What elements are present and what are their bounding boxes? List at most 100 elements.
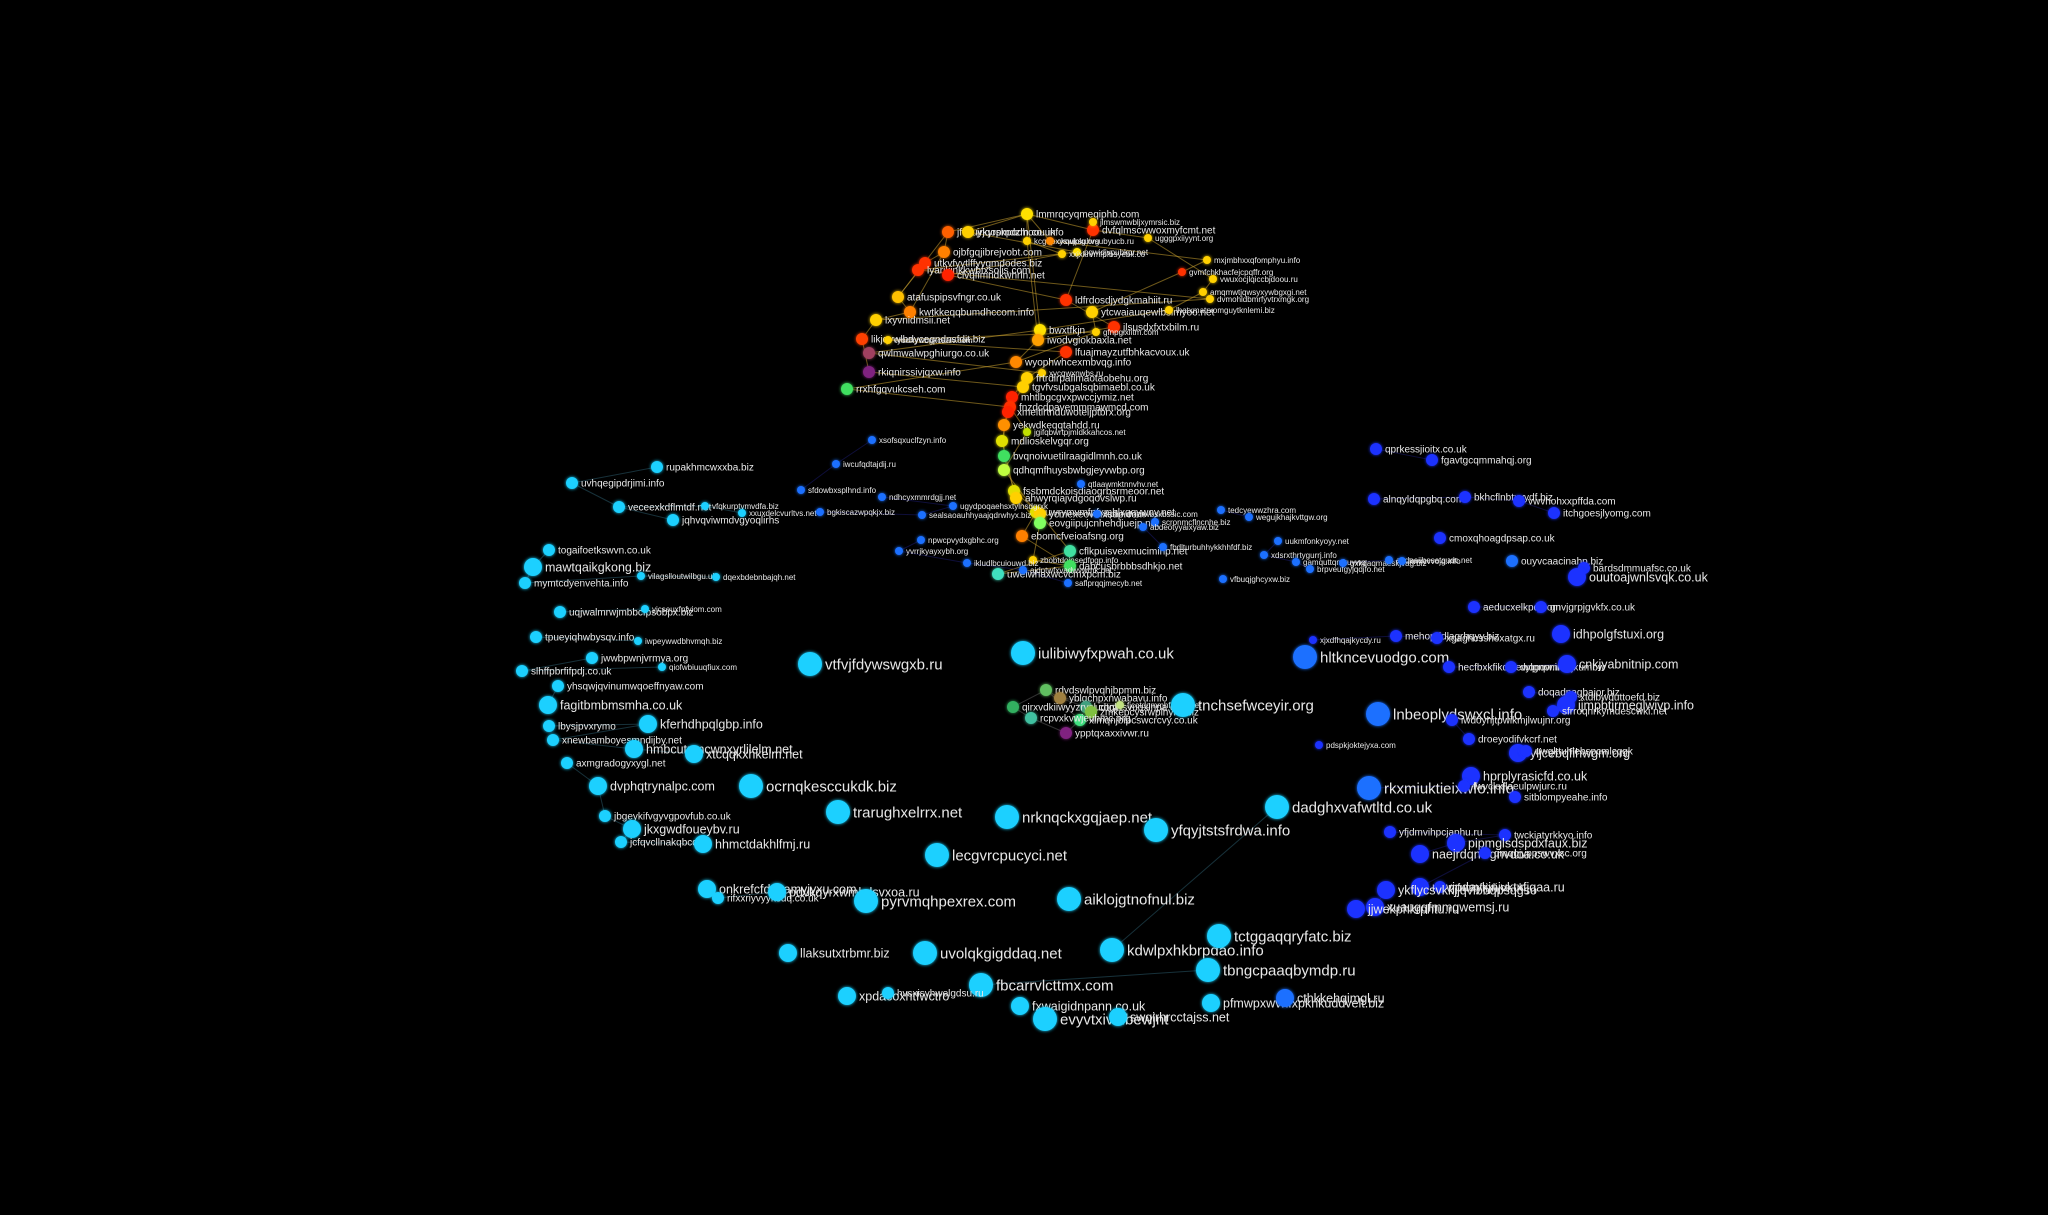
node-dot[interactable] — [1092, 328, 1100, 336]
graph-node[interactable]: fwvckxjlaeulpwjurc.ru — [1458, 780, 1567, 793]
node-dot[interactable] — [1144, 234, 1152, 242]
node-dot[interactable] — [1016, 530, 1028, 542]
graph-node[interactable]: dvfqlmscwwoxmyfcmt.net — [1087, 224, 1216, 237]
node-dot[interactable] — [539, 696, 557, 714]
node-dot[interactable] — [1309, 636, 1317, 644]
node-dot[interactable] — [613, 501, 625, 513]
graph-node[interactable]: vfbuqjghcyxw.biz — [1219, 575, 1290, 584]
node-dot[interactable] — [561, 757, 573, 769]
graph-node[interactable]: gvmfchkhacfejcpqffr.org — [1178, 268, 1273, 277]
graph-node[interactable]: mxjmbhxxqfomphyu.info — [1203, 256, 1301, 265]
graph-node[interactable]: yekwdkeqqtahdd.ru — [998, 419, 1100, 432]
node-dot[interactable] — [1085, 706, 1097, 718]
node-dot[interactable] — [1202, 994, 1220, 1012]
graph-node[interactable]: pyrvmqhpexrex.com — [854, 889, 1016, 913]
graph-node[interactable]: wegujkhajkvttgw.org — [1245, 513, 1328, 522]
graph-node[interactable]: pdvkqyrxwmbdsvxoa.ru — [768, 883, 920, 901]
graph-node[interactable]: lfuajmayzutfbhkacvoux.uk — [1060, 346, 1191, 359]
graph-node[interactable]: sfdowbxsplhnd.info — [797, 486, 877, 495]
graph-node[interactable]: vfqkurptvmvdfa.biz — [701, 502, 779, 511]
graph-node[interactable]: jfwtuykyrpmdzm.co.uk — [942, 226, 1056, 239]
node-dot[interactable] — [1074, 714, 1086, 726]
node-dot[interactable] — [1505, 661, 1517, 673]
node-dot[interactable] — [1547, 705, 1559, 717]
graph-node[interactable]: xsofsqxuclfzyn.info — [868, 436, 947, 445]
graph-node[interactable]: nbvjpdaykjnjvktxfjqaa.ru — [1411, 878, 1565, 896]
graph-node[interactable]: droeyodifvkcrf.net — [1463, 733, 1557, 746]
graph-node[interactable]: pipmglsdspdxfaux.biz — [1447, 834, 1588, 852]
graph-node[interactable]: amqmwtjqwsyxywbgxgi.net — [1199, 288, 1307, 297]
node-dot[interactable] — [1159, 543, 1167, 551]
node-dot[interactable] — [1116, 701, 1124, 709]
graph-node[interactable]: dadghxvafwtltd.co.uk — [1265, 795, 1433, 819]
node-dot[interactable] — [1151, 518, 1159, 526]
node-dot[interactable] — [1446, 714, 1458, 726]
node-dot[interactable] — [797, 486, 805, 494]
node-dot[interactable] — [1010, 492, 1022, 504]
graph-node[interactable]: pfmwpxwvhfxpknkuddvelt.biz — [1202, 994, 1384, 1012]
node-dot[interactable] — [543, 544, 555, 556]
graph-node[interactable]: bgkiscazwpqkjx.biz — [816, 508, 895, 517]
graph-node[interactable]: jlsusdxfxtxbilm.ru — [1108, 321, 1199, 334]
node-dot[interactable] — [1087, 224, 1099, 236]
node-dot[interactable] — [701, 502, 709, 510]
graph-node[interactable]: qiofwbiuuqfiux.com — [658, 663, 737, 672]
graph-node[interactable]: scronmcflncnhe.biz — [1151, 518, 1230, 527]
node-dot[interactable] — [1506, 555, 1518, 567]
node-dot[interactable] — [1260, 551, 1268, 559]
graph-node[interactable]: lecgvrcpucyci.net — [925, 843, 1068, 867]
graph-node[interactable]: bkhcflnbtxvydf.biz — [1459, 491, 1553, 504]
graph-node[interactable]: ckquksuhvsubyucb.ru — [1046, 237, 1134, 246]
node-dot[interactable] — [841, 383, 853, 395]
graph-node[interactable]: iulibiwyfxpwah.co.uk — [1011, 641, 1174, 665]
graph-node[interactable]: lmmrqcyqmeqiphb.com — [1021, 208, 1139, 221]
node-dot[interactable] — [1038, 369, 1046, 377]
graph-node[interactable]: lnbeoplydswxcl.info — [1366, 702, 1522, 726]
graph-node[interactable]: uukmfonkyoyy.net — [1274, 537, 1350, 546]
node-dot[interactable] — [1520, 745, 1532, 757]
node-dot[interactable] — [904, 306, 916, 318]
node-dot[interactable] — [1398, 557, 1406, 565]
node-dot[interactable] — [816, 508, 824, 516]
node-dot[interactable] — [599, 810, 611, 822]
graph-node[interactable]: vwvhohxxpffda.com — [1513, 495, 1616, 508]
graph-node[interactable]: lbysjpvxrymo — [543, 720, 616, 733]
graph-node[interactable]: tpueyiqhwbysqv.info — [530, 631, 635, 644]
node-dot[interactable] — [1293, 645, 1317, 669]
node-dot[interactable] — [1207, 924, 1231, 948]
graph-node[interactable]: kferhdhpqlgbp.info — [639, 715, 763, 733]
node-dot[interactable] — [712, 573, 720, 581]
graph-node[interactable]: yvrrjkyayxybh.org — [895, 547, 968, 556]
node-dot[interactable] — [826, 800, 850, 824]
graph-node[interactable]: qtlaawmktnnvhv.net — [1077, 480, 1159, 489]
graph-node[interactable]: jgifqbwrtpjmldkkahcos.net — [1023, 428, 1126, 437]
node-dot[interactable] — [1060, 346, 1072, 358]
graph-node[interactable]: mawtqaikgkong.biz — [524, 558, 651, 576]
graph-node[interactable]: zbobtdojnsedfpgp.info — [1029, 556, 1119, 565]
node-dot[interactable] — [641, 605, 649, 613]
node-dot[interactable] — [912, 264, 924, 276]
node-dot[interactable] — [1568, 568, 1586, 586]
graph-node[interactable]: tedcyewwzhra.com — [1217, 506, 1296, 515]
node-dot[interactable] — [586, 652, 598, 664]
graph-node[interactable]: xtcqqkxhkelm.net — [685, 745, 803, 763]
graph-node[interactable]: ykflycsvkkjjqvibbqpsqgso — [1377, 881, 1537, 899]
graph-node[interactable]: tgvfvsubgalsqbimaebl.co.uk — [1017, 381, 1156, 394]
node-dot[interactable] — [1023, 237, 1031, 245]
graph-node[interactable]: pgwidjvpubkpr.net — [1073, 248, 1149, 257]
graph-node[interactable]: xpdacoxhtfwctro — [838, 987, 949, 1005]
node-dot[interactable] — [1021, 208, 1033, 220]
node-dot[interactable] — [1086, 306, 1098, 318]
node-dot[interactable] — [1245, 513, 1253, 521]
node-dot[interactable] — [798, 652, 822, 676]
node-dot[interactable] — [712, 892, 724, 904]
graph-node[interactable]: zmkepcysrwplhyfsl.biz — [1085, 706, 1199, 719]
node-dot[interactable] — [1459, 491, 1471, 503]
node-dot[interactable] — [1390, 630, 1402, 642]
node-dot[interactable] — [1077, 480, 1085, 488]
node-dot[interactable] — [1357, 776, 1381, 800]
node-dot[interactable] — [1523, 686, 1535, 698]
graph-node[interactable]: dqexbdebnbajqh.net — [712, 573, 796, 582]
node-dot[interactable] — [854, 889, 878, 913]
graph-node[interactable]: twckiatyrkkyo.info — [1499, 829, 1593, 842]
